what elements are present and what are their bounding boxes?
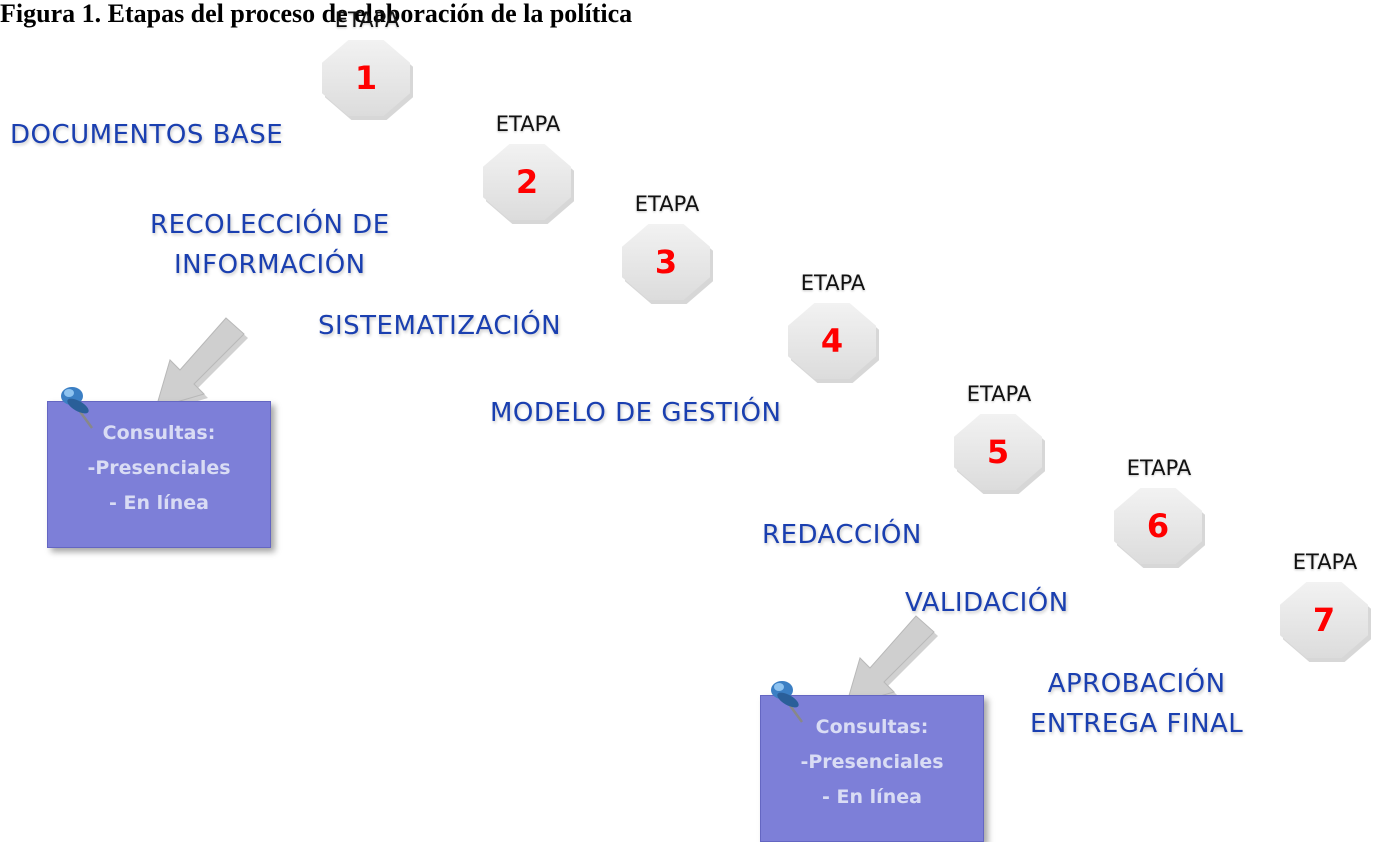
consultas-note-1: Consultas: -Presenciales - En línea bbox=[47, 401, 271, 548]
stage-1-name: DOCUMENTOS BASE bbox=[10, 120, 284, 150]
stage-3-octagon bbox=[622, 224, 710, 300]
note-2-title: Consultas: bbox=[815, 716, 929, 738]
stage-3-badge: ETAPA 3 bbox=[612, 192, 722, 304]
stage-2-name: RECOLECCIÓN DE INFORMACIÓN bbox=[150, 205, 390, 285]
note-1-title: Consultas: bbox=[102, 422, 216, 444]
stage-3-name: SISTEMATIZACIÓN bbox=[318, 311, 562, 341]
stage-5-name: REDACCIÓN bbox=[762, 520, 922, 550]
note-2-line-1: -Presenciales bbox=[800, 751, 944, 773]
stage-6-octagon bbox=[1114, 488, 1202, 564]
note-1-line-1: -Presenciales bbox=[87, 457, 231, 479]
stage-7-octagon bbox=[1280, 582, 1368, 658]
note-2-line-2: - En línea bbox=[822, 786, 922, 808]
stage-5-etapa-label: ETAPA bbox=[966, 382, 1032, 406]
pushpin-2-icon bbox=[771, 681, 804, 723]
stage-4-etapa-label: ETAPA bbox=[800, 271, 866, 295]
stage-4-octagon bbox=[788, 303, 876, 379]
stage-1-number: 1 bbox=[354, 59, 378, 97]
stage-5-number: 5 bbox=[986, 433, 1010, 471]
stage-2-name-line-2: INFORMACIÓN bbox=[174, 250, 366, 280]
pushpin-1-icon bbox=[61, 387, 94, 429]
stage-6-name: VALIDACIÓN bbox=[905, 588, 1069, 618]
stage-7-etapa-label: ETAPA bbox=[1292, 550, 1358, 574]
stage-2-badge: ETAPA 2 bbox=[473, 112, 583, 224]
stage-3-etapa-label: ETAPA bbox=[634, 192, 700, 216]
stage-6-badge: ETAPA 6 bbox=[1104, 456, 1214, 568]
stage-3-number: 3 bbox=[654, 243, 678, 281]
stage-2-octagon bbox=[483, 144, 571, 220]
stage-7-name-line-1: APROBACIÓN bbox=[1047, 669, 1226, 699]
stage-4-name: MODELO DE GESTIÓN bbox=[490, 398, 782, 428]
note-1-line-2: - En línea bbox=[109, 492, 209, 514]
stage-5-badge: ETAPA 5 bbox=[944, 382, 1054, 494]
stage-1-badge: ETAPA 1 bbox=[312, 8, 422, 120]
stage-4-number: 4 bbox=[820, 322, 844, 360]
stage-4-badge: ETAPA 4 bbox=[778, 271, 888, 383]
consultas-note-2: Consultas: -Presenciales - En línea bbox=[760, 695, 984, 842]
stage-7-name-line-2: ENTREGA FINAL bbox=[1030, 709, 1244, 739]
stage-6-etapa-label: ETAPA bbox=[1126, 456, 1192, 480]
stage-5-octagon bbox=[954, 414, 1042, 490]
stage-2-name-line-1: RECOLECCIÓN DE bbox=[150, 210, 390, 240]
stage-6-number: 6 bbox=[1146, 507, 1170, 545]
stage-1-octagon bbox=[322, 40, 410, 116]
stage-7-badge: ETAPA 7 bbox=[1270, 550, 1380, 662]
stage-7-name: APROBACIÓN ENTREGA FINAL bbox=[1030, 664, 1243, 744]
stage-2-etapa-label: ETAPA bbox=[495, 112, 561, 136]
figure-heading: Figura 1. Etapas del proceso de elaborac… bbox=[0, 0, 633, 28]
stage-7-number: 7 bbox=[1312, 601, 1336, 639]
stage-1-etapa-label: ETAPA bbox=[334, 8, 400, 32]
stage-2-number: 2 bbox=[515, 163, 539, 201]
